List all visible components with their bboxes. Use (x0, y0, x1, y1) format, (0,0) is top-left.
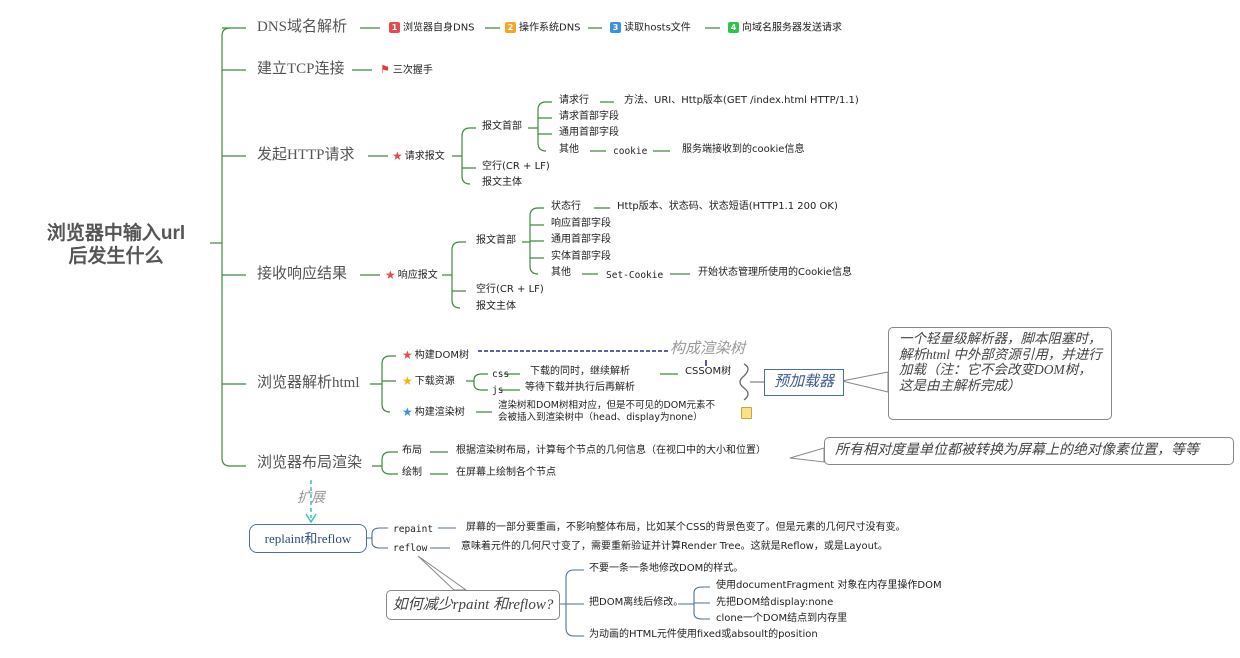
response-header[interactable]: 报文首部 (476, 235, 516, 246)
dns-step-3-label: 读取hosts文件 (624, 22, 691, 34)
red-flag-icon: ⚑ (380, 63, 390, 76)
number-2-icon: 2 (505, 22, 516, 33)
paint-node[interactable]: 绘制 (402, 467, 422, 478)
topic-dns[interactable]: DNS域名解析 (257, 19, 348, 35)
status-line[interactable]: 状态行 (551, 201, 581, 212)
layout-note-callout[interactable]: 所有相对度量单位都被转换为屏幕上的绝对像素位置，等等 (824, 437, 1234, 465)
request-header-fields[interactable]: 请求首部字段 (559, 111, 619, 122)
css-node[interactable]: css (492, 369, 510, 380)
request-body[interactable]: 报文主体 (482, 177, 522, 188)
tcp-handshake-label: 三次握手 (392, 65, 433, 76)
request-cookie[interactable]: cookie (613, 146, 648, 157)
preloader-box[interactable]: 预加载器 (764, 369, 844, 396)
reflow-node[interactable]: reflow (393, 543, 428, 554)
dns-step-4-label: 向域名服务器发送请求 (742, 22, 842, 34)
tcp-handshake[interactable]: ⚑三次握手 (380, 64, 433, 76)
download-resources[interactable]: ★下载资源 (402, 375, 455, 387)
request-line[interactable]: 请求行 (559, 95, 589, 106)
orange-star-icon: ★ (402, 374, 413, 388)
number-1-icon: 1 (389, 22, 400, 33)
reduce-question-callout[interactable]: 如何减少rpaint 和reflow? (386, 590, 560, 620)
root-topic[interactable]: 浏览器中输入url 后发生什么 (24, 222, 208, 268)
offline-tip-clone[interactable]: clone一个DOM结点到内存里 (716, 613, 848, 624)
repaint-node[interactable]: repaint (393, 524, 434, 535)
layout-node[interactable]: 布局 (402, 445, 422, 456)
request-message[interactable]: ★请求报文 (392, 150, 445, 162)
cssom-tree[interactable]: CSSOM树 (685, 366, 732, 377)
js-node[interactable]: js (492, 385, 504, 396)
response-other[interactable]: 其他 (551, 267, 571, 278)
render-tree-detail-line2[interactable]: 会被插入到渲染树中（head、display为none） (498, 412, 703, 423)
topic-layout-render[interactable]: 浏览器布局渲染 (257, 455, 363, 471)
response-message-label: 响应报文 (397, 270, 438, 281)
offline-tip-fragment[interactable]: 使用documentFragment 对象在内存里操作DOM (716, 580, 942, 591)
response-body[interactable]: 报文主体 (476, 301, 516, 312)
topic-http-request[interactable]: 发起HTTP请求 (257, 147, 355, 163)
reflow-detail[interactable]: 意味着元件的几何尺寸变了，需要重新验证并计算Render Tree。这就是Ref… (461, 541, 888, 552)
paint-detail[interactable]: 在屏幕上绘制各个节点 (456, 467, 556, 478)
repaint-detail[interactable]: 屏幕的一部分要重画，不影响整体布局，比如某个CSS的背景色变了。但是元素的几何尺… (466, 522, 906, 533)
render-tree-detail-line1[interactable]: 渲染树和DOM树相对应，但是不可见的DOM元素不 (498, 400, 715, 411)
build-render-tree[interactable]: ★构建渲染树 (402, 406, 465, 418)
layout-detail[interactable]: 根据渲染树布局，计算每个节点的几何信息（在视口中的大小和位置） (456, 445, 766, 456)
number-4-icon: 4 (728, 22, 739, 33)
number-3-icon: 3 (610, 22, 621, 33)
build-render-tree-label: 构建渲染树 (414, 407, 465, 418)
response-entity-fields[interactable]: 实体首部字段 (551, 251, 611, 262)
topic-parse-html[interactable]: 浏览器解析html (257, 375, 360, 391)
tip-fixed-absolute[interactable]: 为动画的HTML元件使用fixed或absoult的position (589, 629, 818, 640)
response-header-fields[interactable]: 响应首部字段 (551, 218, 611, 229)
render-tree-relation-label[interactable]: 构成渲染树 (670, 341, 746, 357)
build-dom-tree-label: 构建DOM树 (414, 350, 469, 361)
response-set-cookie[interactable]: Set-Cookie (606, 270, 664, 281)
red-star-icon: ★ (392, 149, 403, 163)
topic-tcp[interactable]: 建立TCP连接 (257, 61, 345, 77)
request-general-fields[interactable]: 通用首部字段 (559, 127, 619, 138)
topic-http-response[interactable]: 接收响应结果 (257, 266, 348, 282)
preloader-note-callout[interactable]: 一个轻量级解析器，脚本阻塞时，解析html 中外部资源引用，并进行加载（注：它不… (888, 327, 1112, 420)
response-blank-line[interactable]: 空行(CR + LF) (476, 284, 544, 295)
dns-step-2-label: 操作系统DNS (519, 22, 581, 34)
root-title-line2: 后发生什么 (68, 246, 164, 267)
extend-label: 扩展 (297, 491, 325, 506)
root-title-line1: 浏览器中输入url (46, 223, 186, 244)
download-resources-label: 下载资源 (414, 376, 455, 387)
js-detail[interactable]: 等待下载并执行后再解析 (525, 382, 635, 393)
request-blank-line[interactable]: 空行(CR + LF) (482, 161, 550, 172)
request-cookie-detail[interactable]: 服务端接收到的cookie信息 (682, 144, 805, 155)
tip-batch-style[interactable]: 不要一条一条地修改DOM的样式。 (589, 563, 744, 574)
topic-repaint-reflow[interactable]: replaint和reflow (249, 524, 367, 553)
blue-star-icon: ★ (402, 405, 413, 419)
request-other[interactable]: 其他 (559, 144, 579, 155)
offline-tip-display-none[interactable]: 先把DOM给display:none (716, 597, 834, 608)
note-icon[interactable] (741, 407, 752, 419)
dns-step-1-label: 浏览器自身DNS (403, 22, 475, 34)
response-set-cookie-detail[interactable]: 开始状态管理所使用的Cookie信息 (698, 267, 852, 278)
red-star-icon: ★ (402, 348, 413, 362)
css-detail[interactable]: 下载的同时，继续解析 (530, 366, 630, 377)
response-message[interactable]: ★响应报文 (385, 269, 438, 281)
request-line-detail[interactable]: 方法、URI、Http版本(GET /index.html HTTP/1.1) (624, 95, 859, 106)
response-general-fields[interactable]: 通用首部字段 (551, 234, 611, 245)
build-dom-tree[interactable]: ★构建DOM树 (402, 349, 469, 361)
request-header[interactable]: 报文首部 (482, 121, 522, 132)
request-message-label: 请求报文 (404, 151, 445, 162)
status-line-detail[interactable]: Http版本、状态码、状态短语(HTTP1.1 200 OK) (617, 201, 838, 212)
red-star-icon: ★ (385, 268, 396, 282)
tip-offline-dom[interactable]: 把DOM离线后修改。 (589, 597, 684, 608)
